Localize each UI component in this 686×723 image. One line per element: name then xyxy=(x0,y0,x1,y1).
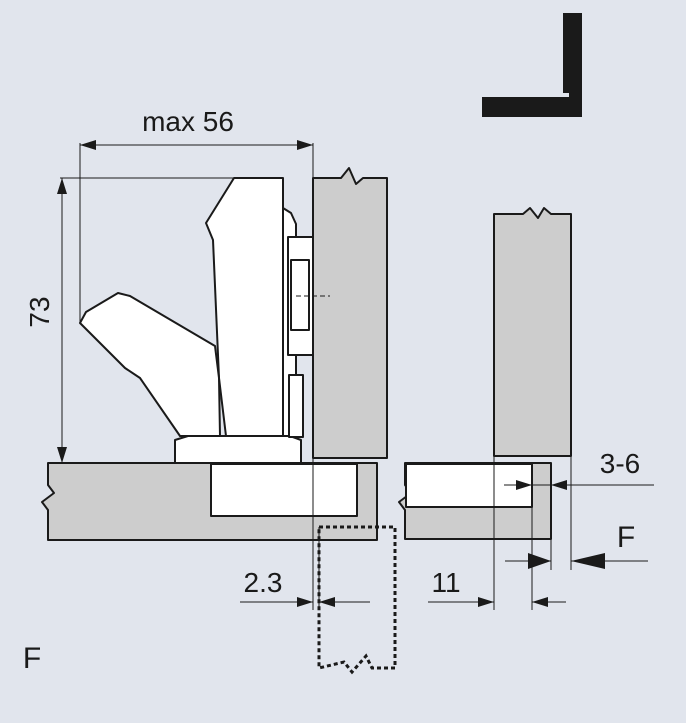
label-max-56: max 56 xyxy=(142,106,234,137)
hinge-arm xyxy=(79,177,314,464)
label-3-6: 3-6 xyxy=(600,448,640,479)
label-2-3: 2.3 xyxy=(244,567,283,598)
left-door xyxy=(312,167,388,459)
label-73: 73 xyxy=(24,296,55,327)
label-f-arrow: F xyxy=(617,521,635,554)
label-11: 11 xyxy=(431,567,460,598)
drilling-outline xyxy=(317,525,397,675)
label-corner-f: F xyxy=(23,642,41,675)
corner-overlay-icon xyxy=(482,13,582,117)
right-door xyxy=(493,207,572,457)
hinge-cup-recess xyxy=(210,463,358,517)
